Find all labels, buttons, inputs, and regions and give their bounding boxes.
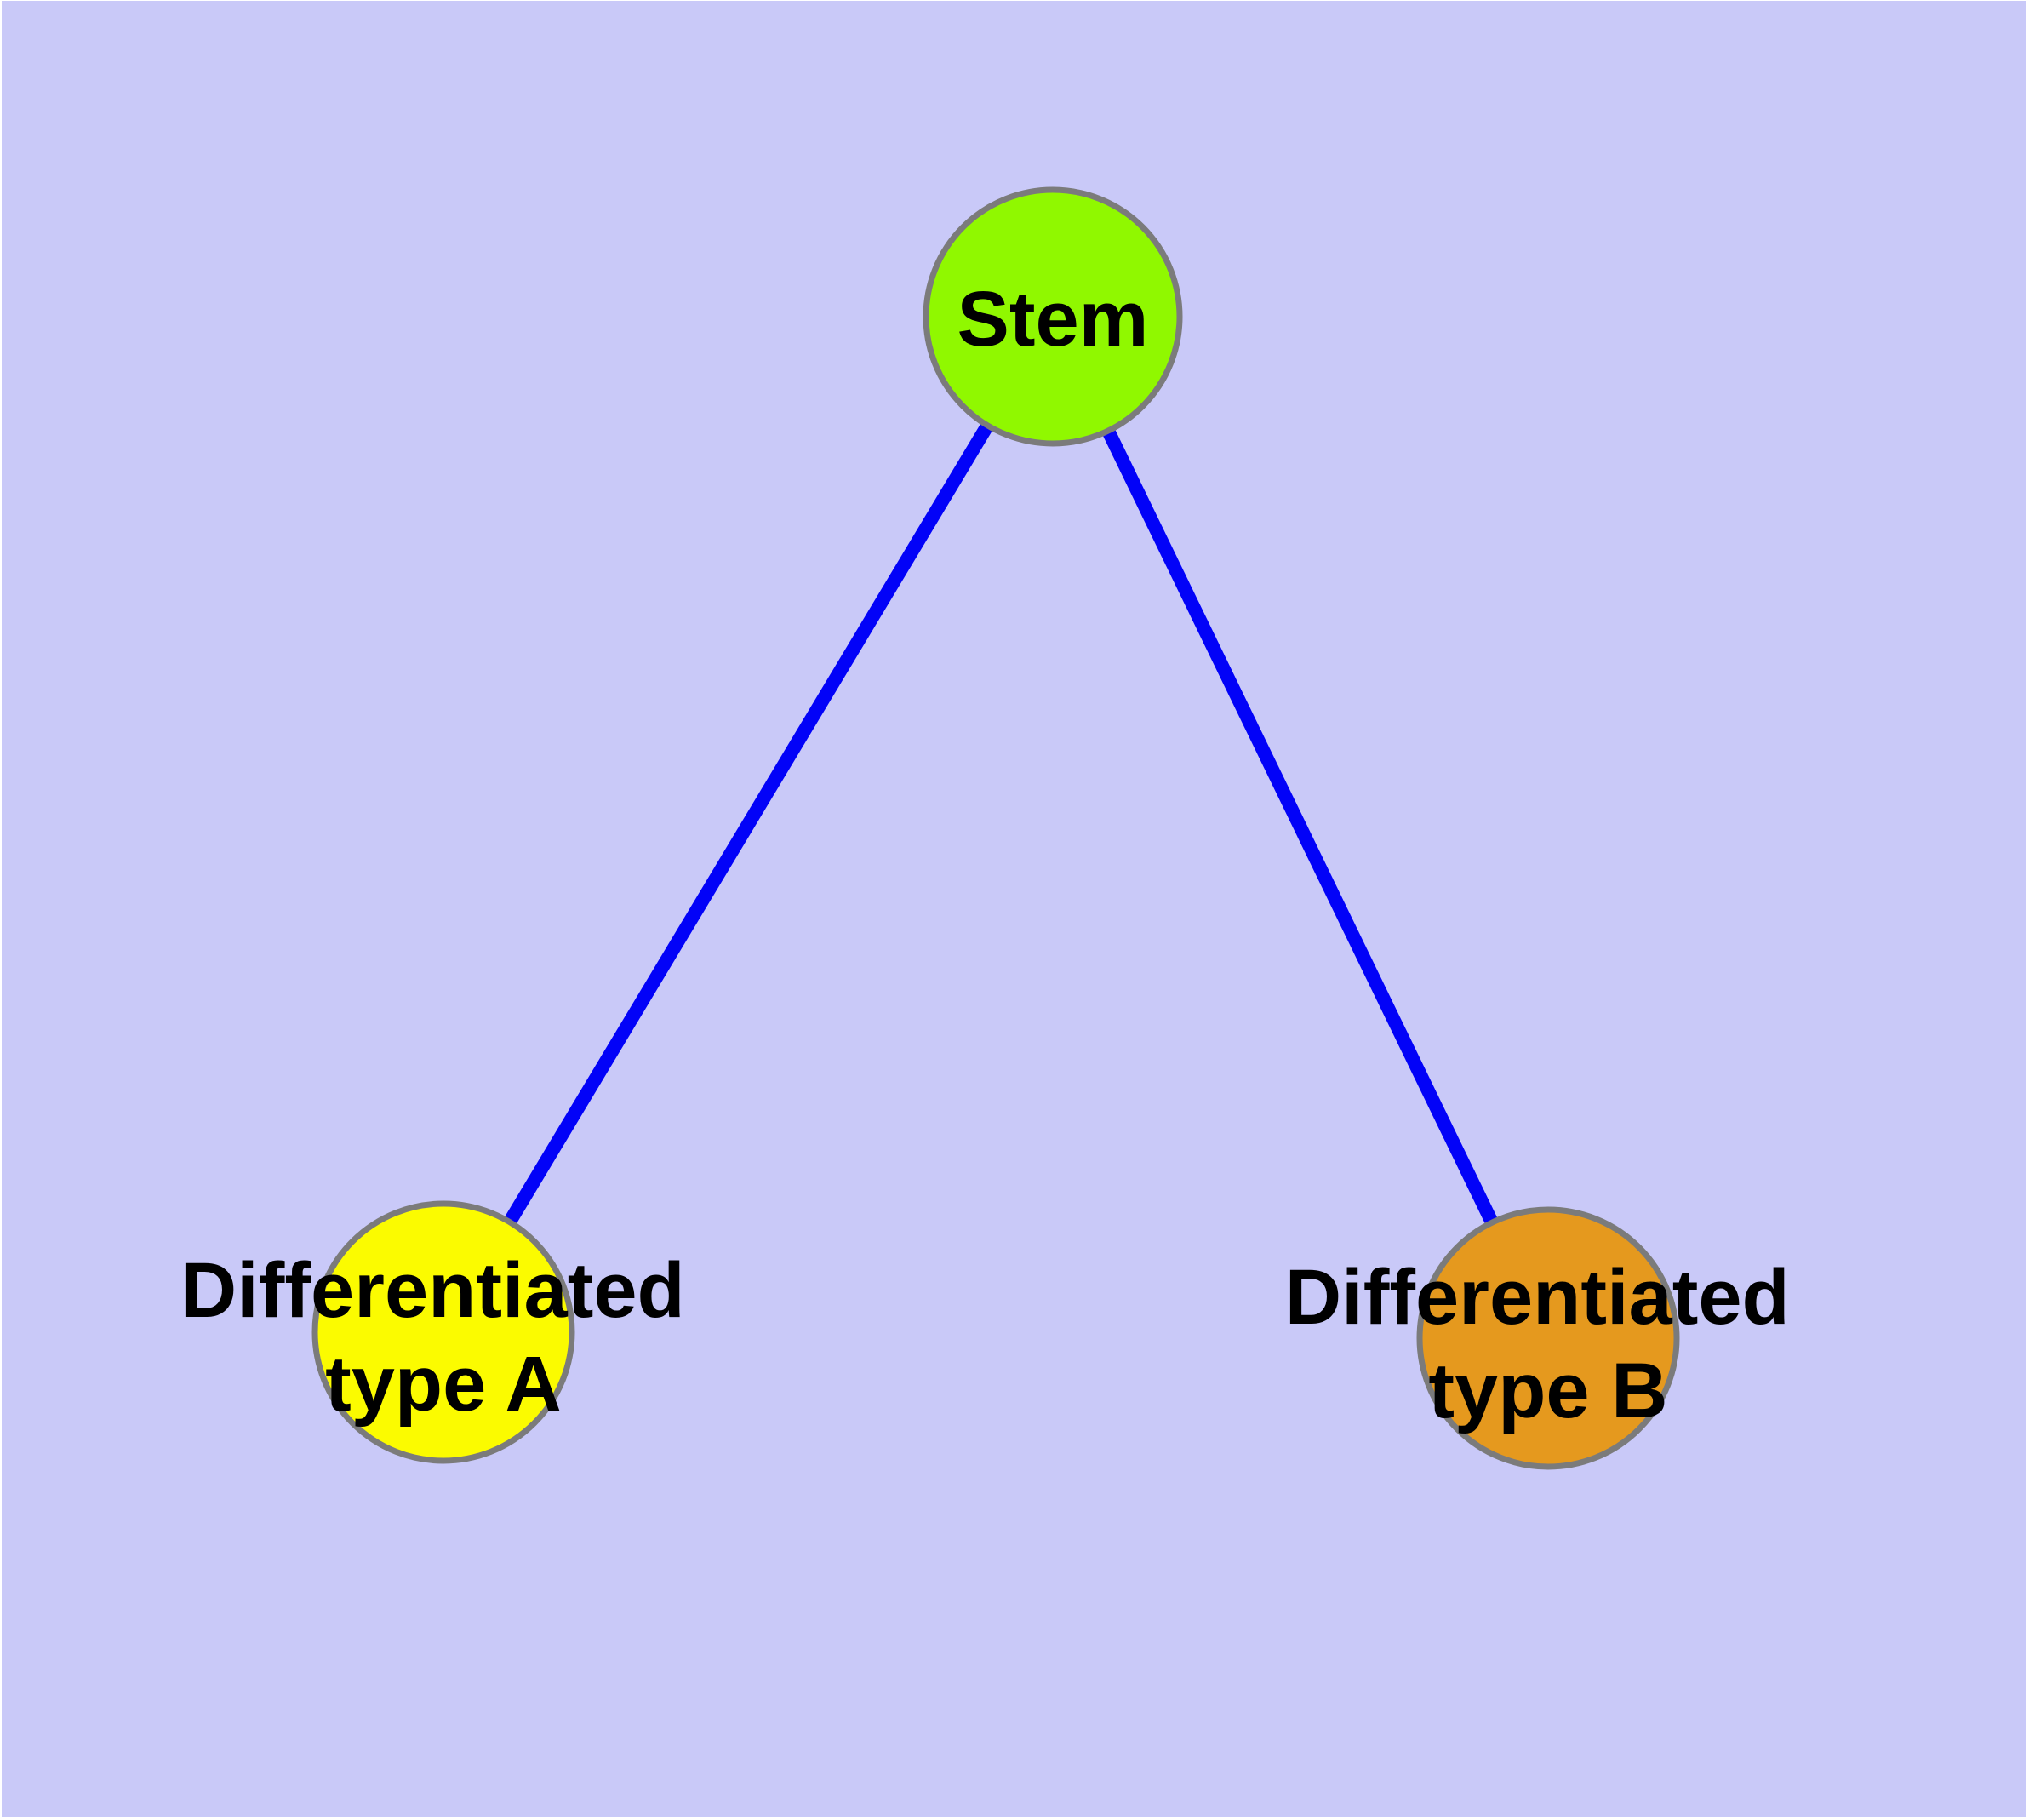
node-stem-circle [923,186,1183,447]
edge-stem-to-type-a [437,312,1059,1336]
node-type-b-label-line1: Differentiated [1285,1254,1790,1341]
node-stem-label: Stem [957,276,1149,363]
node-type-a-label-line2: type A [325,1341,562,1428]
node-type-a-circle [311,1200,575,1464]
node-type-a-label-line1: Differentiated [180,1247,685,1334]
node-type-b-label: Differentiated type B [1285,1254,1812,1434]
node-type-b-label-line2: type B [1428,1348,1667,1434]
edge-stem-to-type-b [1046,313,1555,1342]
node-type-b-circle [1416,1206,1680,1470]
node-type-a-label: Differentiated type A [180,1247,707,1428]
